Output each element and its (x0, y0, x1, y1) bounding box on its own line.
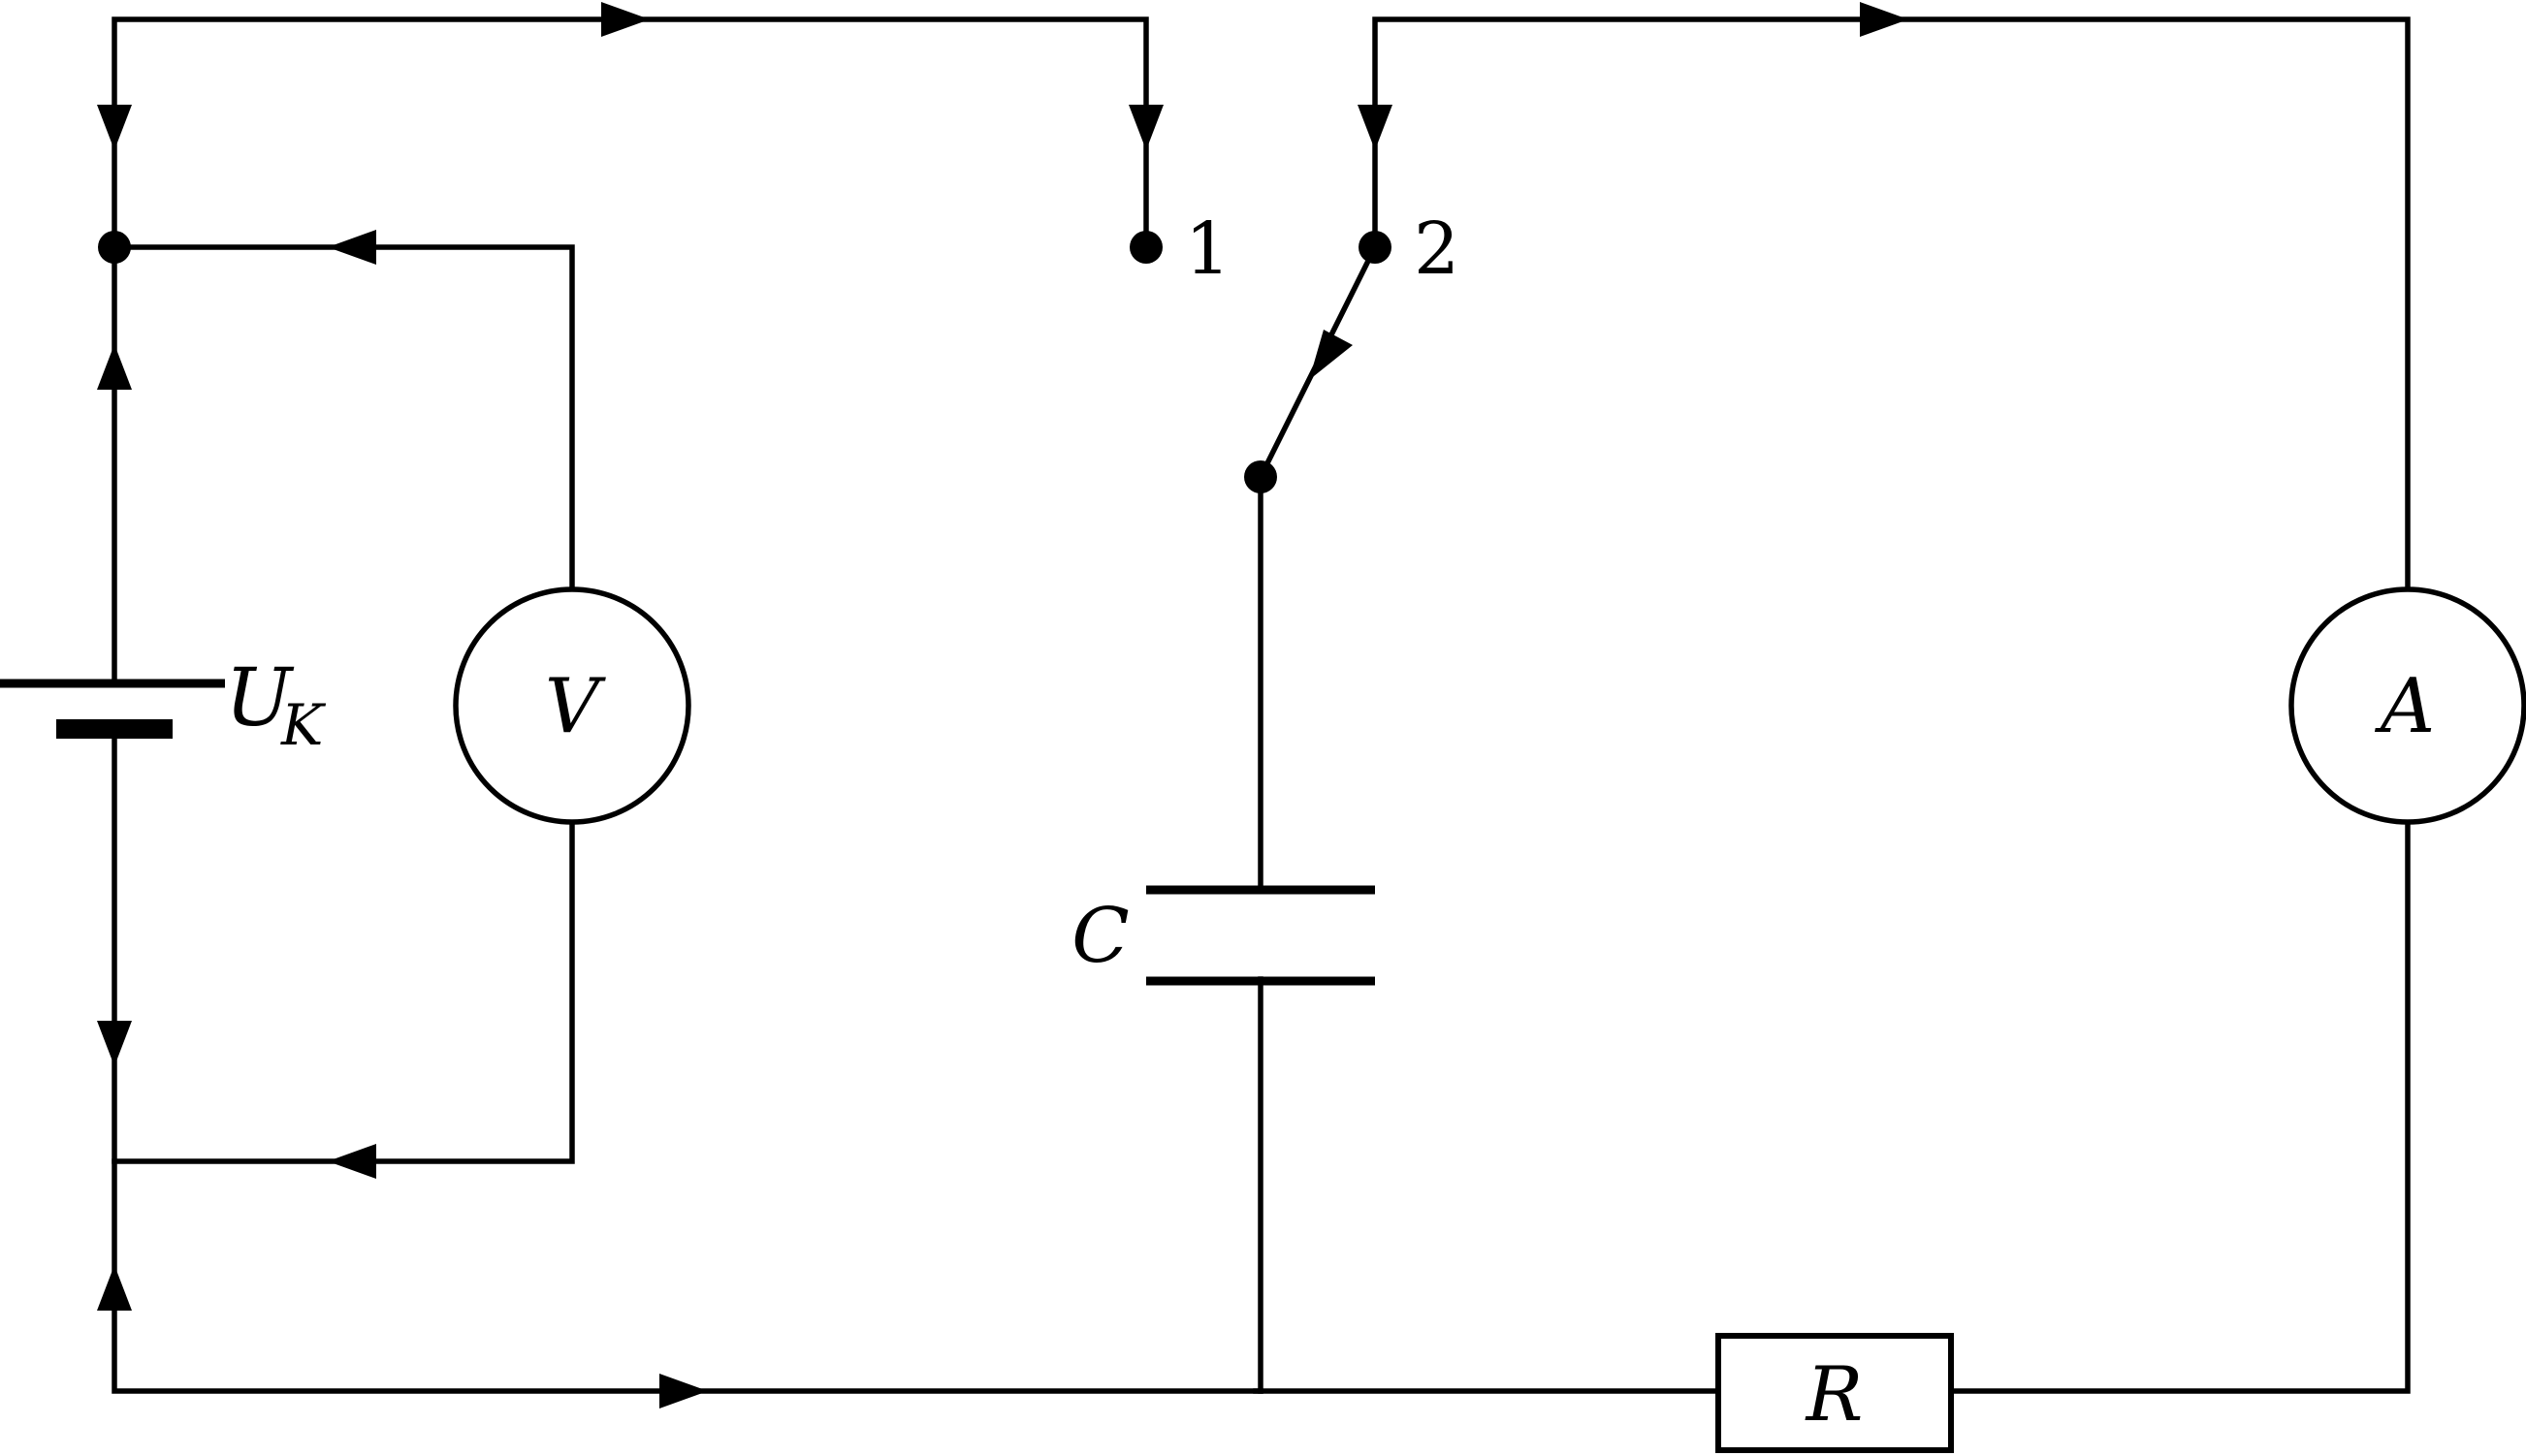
voltmeter-label: V (545, 663, 606, 750)
arrow-right-bottom (659, 1374, 708, 1409)
voltmeter-circle (453, 586, 691, 825)
voltmeter: V (453, 586, 691, 825)
ammeter-label: A (2375, 663, 2435, 750)
arrow-right-top-left (601, 2, 650, 37)
arrow-down-terminal-1 (1129, 105, 1164, 150)
resistor-box (1715, 1333, 1954, 1453)
wire-voltmeter-top (112, 244, 575, 589)
terminal-label-1: 1 (1185, 207, 1231, 291)
terminal-dot-2 (1359, 231, 1391, 264)
terminal-label-2: 2 (1414, 207, 1459, 291)
wire-top-left (112, 16, 1149, 681)
arrow-left-voltmeter-top (328, 230, 376, 265)
battery-label-subscript: K (280, 692, 327, 758)
wire-left-lower (112, 726, 1263, 1394)
current-arrows (97, 2, 1908, 1409)
ammeter: A (2288, 586, 2526, 825)
arrow-down-left-top (97, 105, 132, 150)
wire-top-right (1372, 16, 2411, 589)
arrow-up-left-mid (97, 344, 132, 390)
capacitor: C (1071, 885, 1375, 986)
capacitor-label: C (1071, 893, 1130, 980)
arrow-up-left-bottom (97, 1265, 132, 1311)
terminal-dot-1 (1130, 231, 1163, 264)
wire-right-lower (1948, 821, 2411, 1394)
arrow-right-top-right (1860, 2, 1908, 37)
resistor: R (1715, 1333, 1954, 1453)
wire-voltmeter-bottom (112, 821, 575, 1164)
nodes (98, 231, 1391, 493)
arrow-left-voltmeter-bottom (328, 1144, 376, 1179)
junction-dot-left (98, 231, 131, 264)
battery: U K (0, 652, 327, 758)
switch-pivot-dot (1244, 460, 1277, 493)
ammeter-circle (2288, 586, 2526, 825)
battery-label: U (225, 652, 295, 744)
resistor-label: R (1805, 1351, 1864, 1439)
arrow-switch-arm (1309, 330, 1353, 380)
arrow-down-left-lower (97, 1021, 132, 1066)
arrow-down-terminal-2 (1358, 105, 1392, 150)
